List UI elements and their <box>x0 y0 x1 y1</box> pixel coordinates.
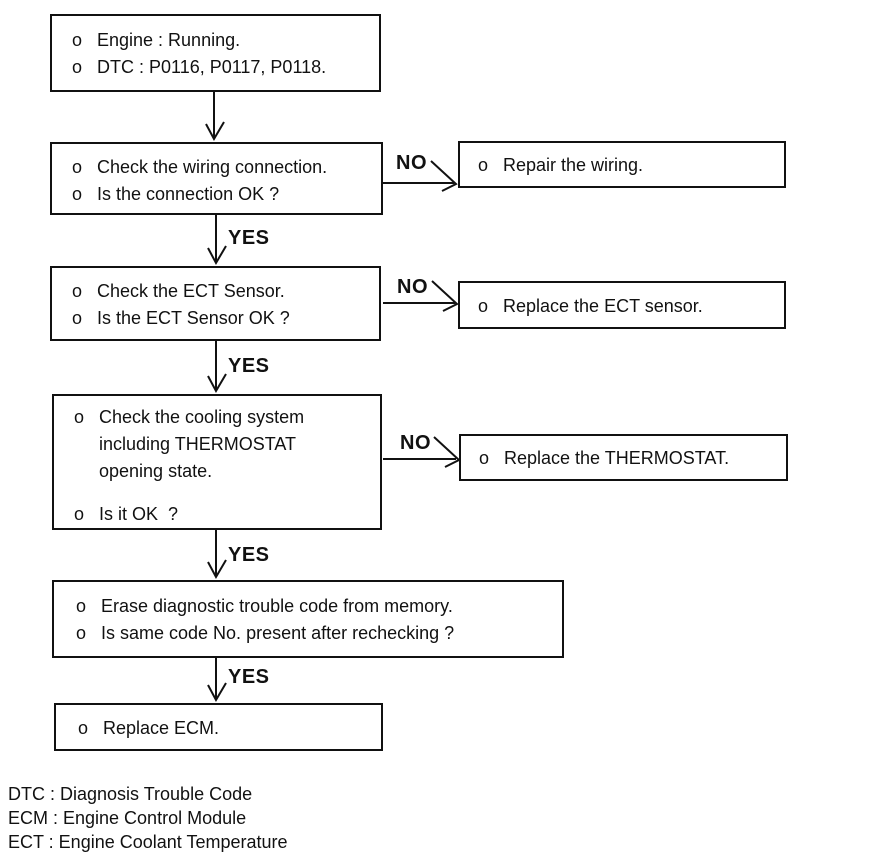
bullet-marker: o <box>477 296 488 316</box>
bullet-text: Is same code No. present after recheckin… <box>101 623 455 643</box>
bullet-item: o Is it OK ? <box>72 501 372 528</box>
bullet-item: o Erase diagnostic trouble code from mem… <box>74 593 554 620</box>
bullet-text: Is the connection OK ? <box>97 184 280 204</box>
box-check-ect: o Check the ECT Sensor. o Is the ECT Sen… <box>50 266 381 341</box>
bullet-text: Is the ECT Sensor OK ? <box>97 308 290 328</box>
bullet-text: Check the cooling system including THERM… <box>99 407 305 481</box>
bullet-text: DTC : P0116, P0117, P0118. <box>97 57 327 77</box>
bullet-marker: o <box>478 448 489 468</box>
bullet-text: Engine : Running. <box>97 30 241 50</box>
bullet-marker: o <box>73 407 84 427</box>
box-repair-wiring: o Repair the wiring. <box>458 141 786 188</box>
bullet-marker: o <box>77 718 88 738</box>
no-label-1: NO <box>396 152 427 174</box>
bullet-text: Replace the ECT sensor. <box>503 296 703 316</box>
legend: DTC : Diagnosis Trouble Code ECM : Engin… <box>8 782 288 854</box>
bullet-marker: o <box>71 157 82 177</box>
bullet-text: Repair the wiring. <box>503 155 644 175</box>
legend-line-dtc: DTC : Diagnosis Trouble Code <box>8 784 253 804</box>
no-label-3: NO <box>400 432 431 454</box>
legend-line-ecm: ECM : Engine Control Module <box>8 808 247 828</box>
bullet-marker: o <box>71 281 82 301</box>
legend-line-ect: ECT : Engine Coolant Temperature <box>8 832 288 852</box>
arrow-down-yes-4 <box>207 654 227 703</box>
bullet-marker: o <box>75 596 86 616</box>
arrow-down-yes-2 <box>207 341 227 394</box>
bullet-text: Replace the THERMOSTAT. <box>504 448 730 468</box>
bullet-item: o Is same code No. present after recheck… <box>74 620 554 647</box>
bullet-item: o Check the cooling system including THE… <box>72 404 372 485</box>
arrow-down-yes-1 <box>207 215 227 266</box>
box-check-cooling: o Check the cooling system including THE… <box>52 394 382 530</box>
box-erase-code: o Erase diagnostic trouble code from mem… <box>52 580 564 658</box>
bullet-item: o Check the wiring connection. <box>70 154 373 181</box>
bullet-text: Erase diagnostic trouble code from memor… <box>101 596 453 616</box>
yes-label-3: YES <box>228 544 270 566</box>
bullet-marker: o <box>71 308 82 328</box>
box-replace-ecm: o Replace ECM. <box>54 703 383 751</box>
yes-label-2: YES <box>228 355 270 377</box>
bullet-item: o DTC : P0116, P0117, P0118. <box>70 54 371 81</box>
bullet-text: Check the wiring connection. <box>97 157 328 177</box>
box-start: o Engine : Running. o DTC : P0116, P0117… <box>50 14 381 92</box>
bullet-item: o Repair the wiring. <box>476 152 776 179</box>
bullet-item: o Replace the THERMOSTAT. <box>477 445 778 472</box>
yes-label-4: YES <box>228 666 270 688</box>
bullet-marker: o <box>75 623 86 643</box>
bullet-marker: o <box>73 504 84 524</box>
box-check-wiring: o Check the wiring connection. o Is the … <box>50 142 383 215</box>
bullet-text: Replace ECM. <box>103 718 220 738</box>
bullet-marker: o <box>477 155 488 175</box>
no-label-2: NO <box>397 276 428 298</box>
bullet-text: Is it OK ? <box>99 504 179 524</box>
bullet-item: o Replace ECM. <box>76 715 373 742</box>
arrow-down-start <box>205 92 225 142</box>
bullet-item: o Replace the ECT sensor. <box>476 293 776 320</box>
yes-label-1: YES <box>228 227 270 249</box>
box-replace-ect: o Replace the ECT sensor. <box>458 281 786 329</box>
bullet-item: o Is the connection OK ? <box>70 181 373 208</box>
bullet-text: Check the ECT Sensor. <box>97 281 285 301</box>
bullet-marker: o <box>71 184 82 204</box>
bullet-item: o Engine : Running. <box>70 27 371 54</box>
bullet-marker: o <box>71 57 82 77</box>
arrow-down-yes-3 <box>207 530 227 580</box>
bullet-item: o Check the ECT Sensor. <box>70 278 371 305</box>
box-replace-thermostat: o Replace the THERMOSTAT. <box>459 434 788 481</box>
bullet-item: o Is the ECT Sensor OK ? <box>70 305 371 332</box>
bullet-marker: o <box>71 30 82 50</box>
